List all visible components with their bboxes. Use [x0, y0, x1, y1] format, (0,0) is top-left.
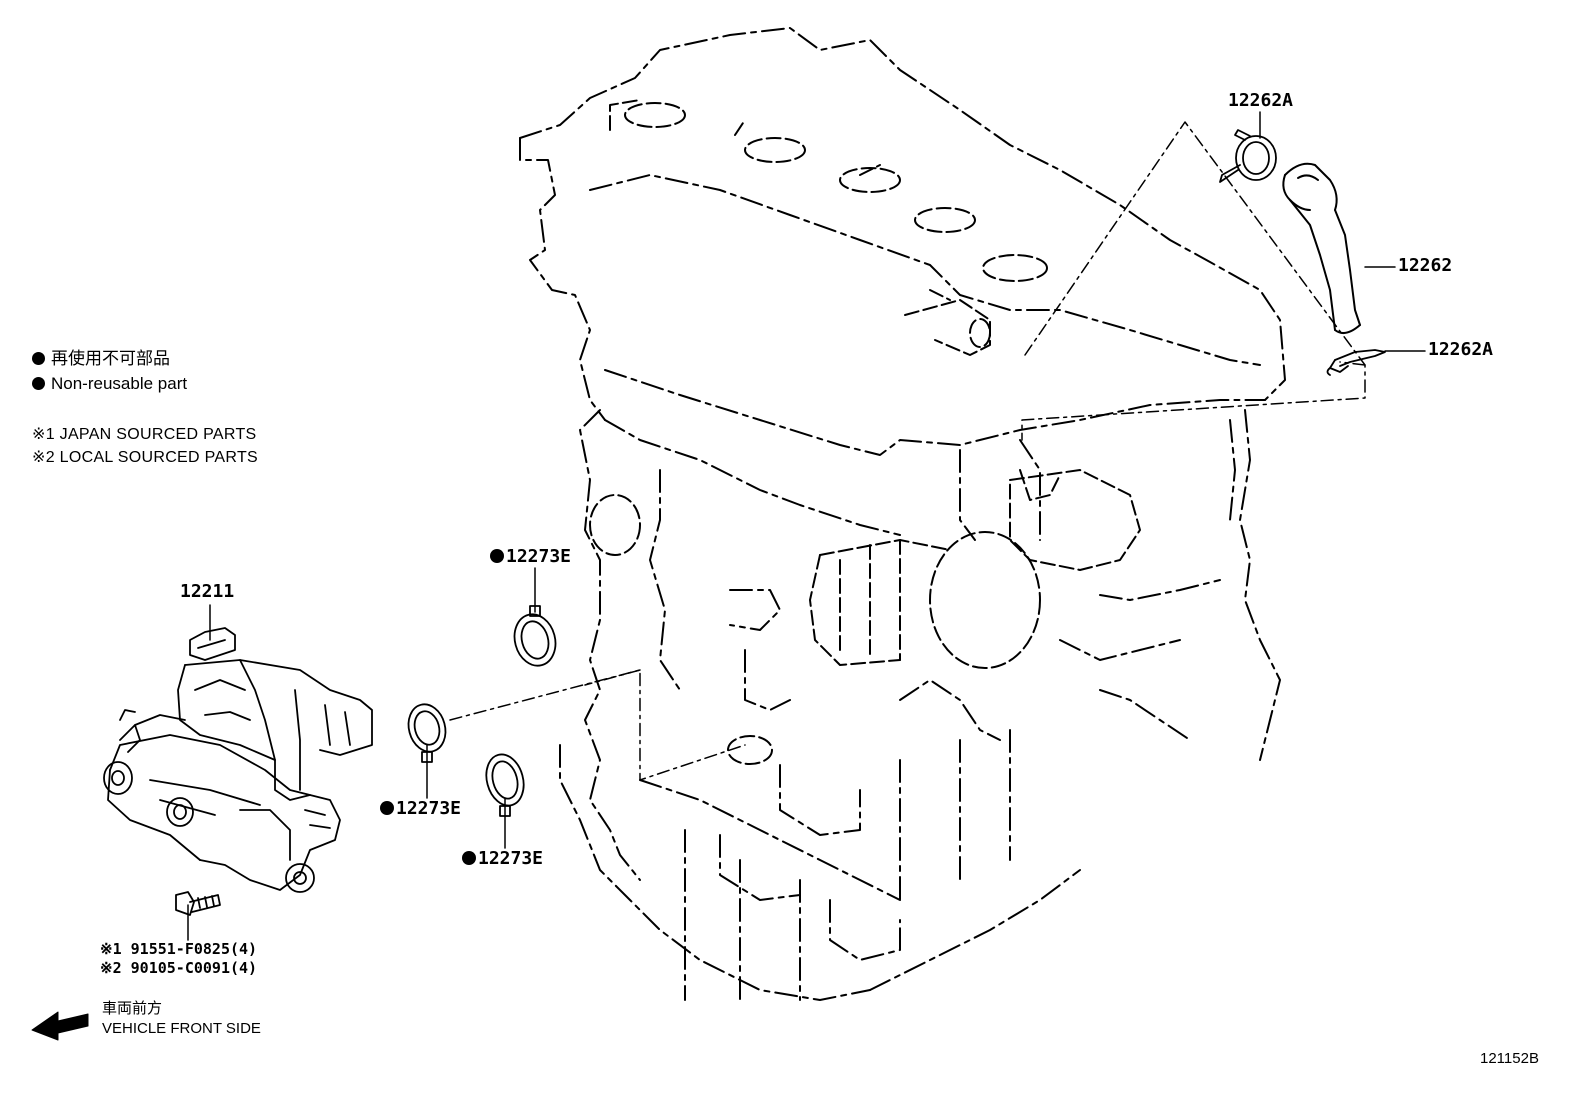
vehicle-front-jp: 車両前方	[102, 1000, 163, 1017]
engine-phantom-outline	[519, 27, 1286, 1001]
part-label-12262: 12262	[1398, 255, 1453, 276]
part-label-bolt-japan: ※1 91551-F0825(4)	[100, 940, 258, 958]
bolt-icon	[175, 891, 221, 916]
non-reusable-dot-icon	[380, 801, 394, 815]
note-local-sourced: ※2 LOCAL SOURCED PARTS	[32, 449, 258, 466]
figure-number: 121152B	[1480, 1050, 1539, 1067]
hose-clamp-bottom	[1326, 349, 1386, 376]
part-label-12273E-left: 12273E	[380, 800, 461, 818]
legend-non-reusable-jp: 再使用不可部品	[32, 350, 170, 367]
part-number-text: 12273E	[396, 798, 462, 819]
non-reusable-dot-icon	[32, 352, 45, 365]
part-label-12262A-clip: 12262A	[1428, 339, 1494, 360]
part-number-text: 12273E	[506, 546, 572, 567]
o-ring-12273E-upper	[513, 605, 557, 667]
legend-non-reusable-en: Non-reusable part	[32, 375, 187, 392]
label-leaders	[187, 111, 1426, 941]
legend-non-reusable-en-text: Non-reusable part	[51, 374, 188, 393]
o-ring-12273E-lower	[485, 753, 525, 817]
part-label-12262A-top: 12262A	[1228, 90, 1294, 111]
non-reusable-dot-icon	[490, 549, 504, 563]
part-label-12273E-lower: 12273E	[462, 850, 543, 868]
part-number-text: 12273E	[478, 848, 544, 869]
o-ring-12273E-left	[407, 703, 447, 763]
non-reusable-dot-icon	[32, 377, 45, 390]
pcv-hose-12262	[1282, 162, 1361, 335]
part-label-12273E-upper: 12273E	[490, 548, 571, 566]
non-reusable-dot-icon	[462, 851, 476, 865]
note-japan-sourced: ※1 JAPAN SOURCED PARTS	[32, 426, 257, 443]
cam-cover-details	[589, 99, 1141, 765]
vehicle-front-en: VEHICLE FRONT SIDE	[102, 1020, 261, 1037]
vehicle-front-arrow-icon	[31, 1011, 89, 1041]
legend-non-reusable-jp-text: 再使用不可部品	[51, 349, 170, 368]
phantom-leader-lines	[449, 121, 1366, 781]
part-label-bolt-local: ※2 90105-C0091(4)	[100, 959, 258, 977]
oil-separator-12211	[103, 627, 373, 893]
part-label-12211: 12211	[180, 581, 235, 602]
hose-clamp-top	[1219, 129, 1277, 183]
